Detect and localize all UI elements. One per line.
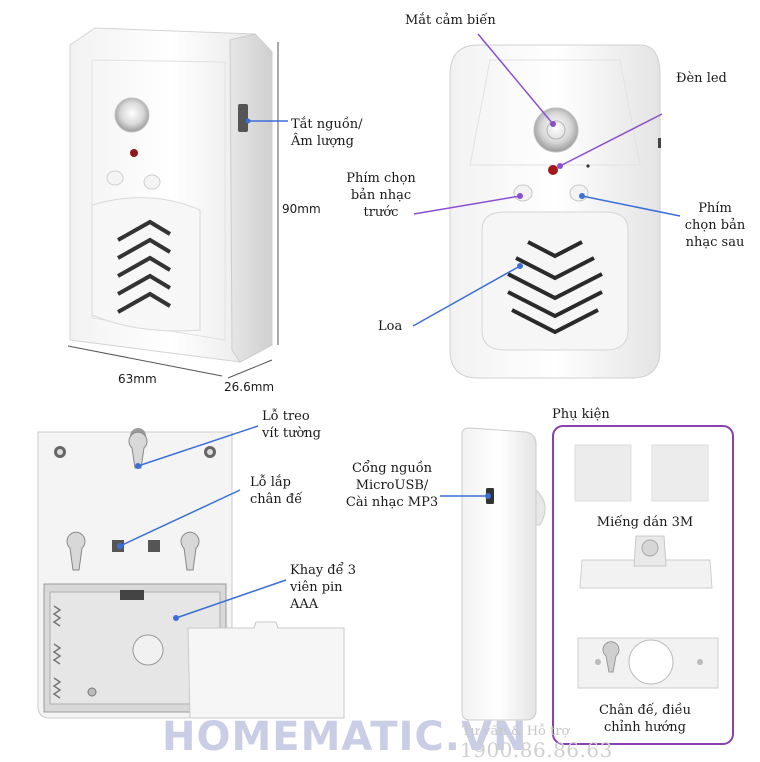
accessories-box xyxy=(552,425,734,745)
battery-cover xyxy=(187,621,345,719)
prev-track-button xyxy=(513,184,533,202)
label-base-stand: Chân đế, điều chỉnh hướng xyxy=(598,703,691,735)
sensor-lens-front xyxy=(533,107,579,153)
label-base-hole: Lỗ lắp chân đế xyxy=(250,475,303,507)
label-mount-hole: Lỗ treo vít tường xyxy=(262,409,321,441)
device-front-view xyxy=(412,33,681,379)
brand-logo: HOMEMATIC.VN xyxy=(162,714,528,760)
label-adhesive-3m: Miếng dán 3M xyxy=(596,515,694,530)
speaker-grille-front xyxy=(507,240,603,335)
wall-mount-hole xyxy=(128,431,148,469)
label-height: 90mm xyxy=(282,202,321,216)
label-battery-tray: Khay để 3 viên pin AAA xyxy=(290,563,357,612)
adhesive-pad-1 xyxy=(574,444,632,502)
hotline-label: Tư vấn & Hỗ trợ xyxy=(462,724,570,739)
label-next-button: Phím chọn bản nhạc sau xyxy=(684,201,746,250)
device-back-view xyxy=(37,425,345,719)
led-front xyxy=(548,165,558,175)
sensor-lens-angle xyxy=(114,97,150,133)
label-sensor-eye: Mắt cảm biến xyxy=(405,13,496,28)
bracket-part xyxy=(579,559,713,589)
label-accessories: Phụ kiện xyxy=(552,407,610,422)
led-angle xyxy=(130,149,138,157)
label-depth: 26.6mm xyxy=(224,380,275,394)
hotline-number: 1900.86.86.63 xyxy=(460,738,613,762)
speaker-panel xyxy=(481,211,629,351)
device-angle-view xyxy=(67,27,288,379)
label-width: 63mm xyxy=(118,372,157,386)
speaker-grille-angle xyxy=(117,219,172,314)
label-usb-port: Cổng nguồn MicroUSB/ Cài nhạc MP3 xyxy=(345,461,439,510)
label-led: Đèn led xyxy=(676,71,727,86)
width-dimension-line xyxy=(67,345,223,377)
next-track-button xyxy=(569,184,589,202)
power-switch xyxy=(238,104,248,132)
label-prev-button: Phím chọn bản nhạc trước xyxy=(346,171,416,220)
depth-dimension-line xyxy=(227,359,273,379)
adhesive-pad-2 xyxy=(651,444,709,502)
device-side-view xyxy=(440,427,546,721)
label-power-volume: Tắt nguồn/ Âm lượng xyxy=(291,117,363,149)
label-speaker: Loa xyxy=(378,319,403,334)
